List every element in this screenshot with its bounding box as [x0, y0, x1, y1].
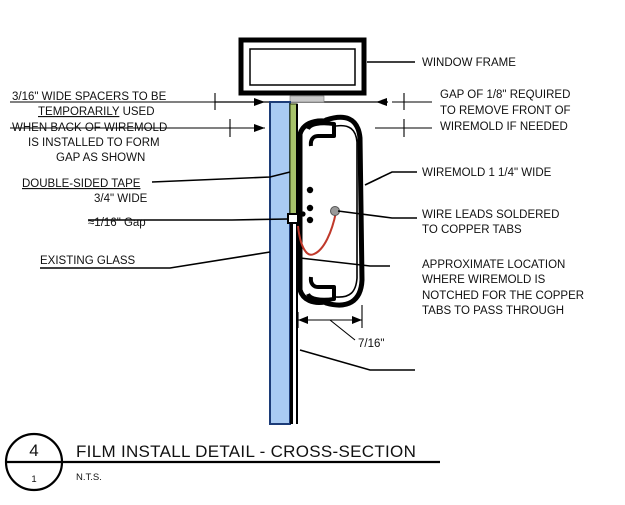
- spacer: [289, 95, 325, 103]
- label-approx-line4: TABS TO PASS THROUGH: [422, 305, 564, 317]
- label-wire-leads-line2: TO COPPER TABS: [422, 224, 522, 236]
- gap-marker: [287, 213, 299, 224]
- label-gap-16: ≈1/16" Gap: [88, 217, 146, 229]
- label-gap-1-8-line2: TO REMOVE FRONT OF: [440, 105, 571, 117]
- detail-title: FILM INSTALL DETAIL - CROSS-SECTION: [76, 442, 416, 461]
- label-spacers-used: USED: [119, 106, 154, 118]
- leader-lower: [299, 349, 415, 371]
- label-wiremold: WIREMOLD 1 1/4" WIDE: [422, 167, 552, 179]
- detail-bubble: [4, 432, 440, 492]
- label-spacers-line4: IS INSTALLED TO FORM: [28, 137, 160, 149]
- dim-spacer: [10, 93, 432, 110]
- double-sided-tape: [289, 103, 298, 215]
- leader-wire-leads: [337, 210, 417, 219]
- detail-scale: N.T.S.: [76, 472, 102, 483]
- leader-existing-glass: [40, 251, 271, 269]
- sheet-number: 1: [31, 474, 36, 485]
- leader-wiremold: [364, 171, 417, 186]
- window-frame: [238, 37, 367, 96]
- label-approx-line1: APPROXIMATE LOCATION: [422, 259, 565, 271]
- wiremold: [297, 114, 365, 308]
- label-spacers-line1: 3/16" WIDE SPACERS TO BE: [12, 91, 167, 103]
- dim-gap-1-8: [10, 119, 432, 137]
- label-approx-line3: NOTCHED FOR THE COPPER: [422, 290, 584, 302]
- wire-leads: [297, 211, 337, 256]
- label-spacers-line3: WHEN BACK OF WIREMOLD: [12, 122, 167, 134]
- label-existing-glass: EXISTING GLASS: [40, 255, 136, 267]
- dim-7-16: [297, 305, 363, 341]
- leader-double-sided-tape: [151, 171, 291, 183]
- label-gap-1-8-line1: GAP OF 1/8" REQUIRED: [440, 89, 570, 101]
- detail-number: 4: [29, 441, 38, 460]
- label-spacers-line2: TEMPORARILY USED: [38, 106, 155, 118]
- label-tape-line2: 3/4" WIDE: [94, 193, 148, 205]
- leader-approx-location: [299, 257, 390, 267]
- existing-glass: [269, 101, 291, 425]
- label-approx-line2: WHERE WIREMOLD IS: [422, 274, 546, 286]
- label-spacers-line5: GAP AS SHOWN: [56, 152, 145, 164]
- copper-tabs: [300, 186, 314, 224]
- label-tape-line1: DOUBLE-SIDED TAPE: [22, 178, 141, 190]
- label-wire-leads-line1: WIRE LEADS SOLDERED: [422, 209, 559, 221]
- label-gap-1-8-line3: WIREMOLD IF NEEDED: [440, 121, 568, 133]
- label-dim-7-16: 7/16": [358, 338, 384, 350]
- leader-gap-16: [88, 218, 289, 221]
- label-spacers-temporarily: TEMPORARILY: [38, 106, 120, 118]
- label-window-frame: WINDOW FRAME: [422, 57, 516, 69]
